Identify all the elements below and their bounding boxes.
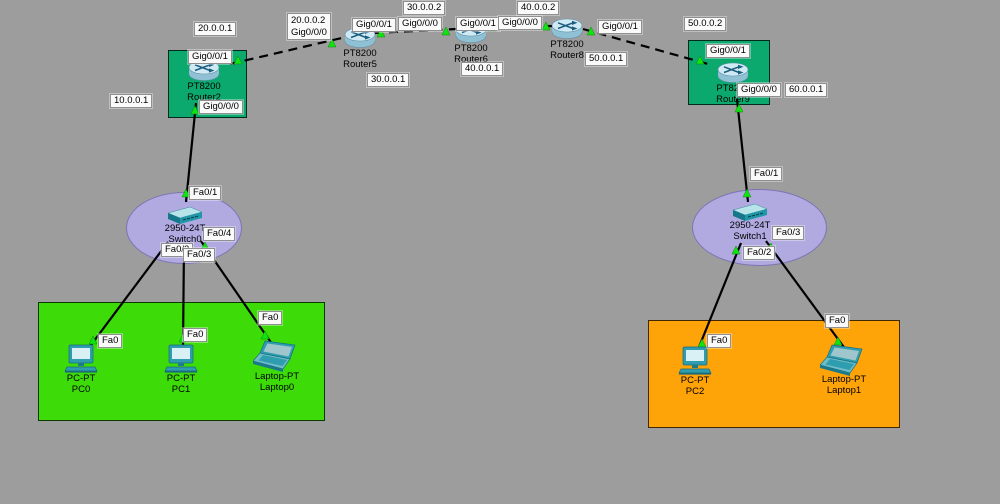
pc-icon [678, 346, 712, 375]
port-label-router5-gig0-0-1: Gig0/0/1 [352, 18, 396, 32]
ip-label-60-0-0-1: 60.0.0.1 [785, 83, 828, 97]
port-label-switch1-fa0-2: Fa0/2 [743, 246, 776, 260]
router5-device[interactable] [342, 27, 378, 54]
port-label-laptop0-fa0: Fa0 [258, 311, 283, 325]
laptop-icon [819, 344, 863, 376]
link-router5-router6[interactable] [373, 27, 457, 35]
pc-icon [64, 344, 98, 373]
port-label-switch0-fa0-1: Fa0/1 [189, 186, 222, 200]
switch-icon [732, 203, 768, 221]
switch1-device[interactable] [731, 202, 769, 227]
switch0-device[interactable] [166, 205, 204, 230]
router9-device[interactable] [715, 62, 751, 89]
port-label-router8-gig0-0-1: Gig0/0/1 [598, 20, 642, 34]
ip-label-30-0-0-1: 30.0.0.1 [367, 73, 410, 87]
link-router2-router5[interactable] [229, 35, 347, 66]
link-switch1-pc2[interactable] [695, 242, 743, 353]
port-label-switch0-fa0-4: Fa0/4 [203, 227, 236, 241]
laptop-icon [252, 340, 296, 372]
router-icon [344, 27, 376, 48]
port-label-pc2-fa0: Fa0 [707, 334, 732, 348]
router2-device[interactable] [186, 60, 222, 87]
link-router8-router9[interactable] [582, 27, 709, 66]
ip-label-20-0-0-1: 20.0.0.1 [194, 22, 237, 36]
switch-icon [167, 206, 203, 224]
ip-label-50-0-0-1: 50.0.0.1 [585, 52, 628, 66]
link-switch1-laptop1[interactable] [765, 240, 847, 351]
router-icon [717, 62, 749, 83]
ip-label-40-0-0-2: 40.0.0.2 [517, 1, 560, 15]
port-label-laptop1-fa0: Fa0 [825, 314, 850, 328]
laptop1-device[interactable] [819, 344, 868, 383]
port-label-router6-gig0-0-1: Gig0/0/1 [456, 17, 500, 31]
port-label-router2-gig0-0-0: Gig0/0/0 [199, 100, 243, 114]
ip-label-50-0-0-2: 50.0.0.2 [684, 17, 727, 31]
ip-label-40-0-0-1: 40.0.0.1 [461, 62, 504, 76]
pc-icon [164, 344, 198, 373]
port-label-switch1-fa0-1: Fa0/1 [750, 167, 783, 181]
port-label-pc1-fa0: Fa0 [183, 328, 208, 342]
port-label-router8-gig0-0-0: Gig0/0/0 [498, 16, 542, 30]
pc1-device[interactable] [164, 344, 198, 379]
port-label-router9-gig0-0-0: Gig0/0/0 [737, 83, 781, 97]
port-label-router9-gig0-0-1: Gig0/0/1 [706, 44, 750, 58]
router-icon [188, 60, 220, 81]
port-label-switch1-fa0-3: Fa0/3 [772, 226, 805, 240]
port-label-router6-gig0-0-0: Gig0/0/0 [398, 17, 442, 31]
port-label-switch0-fa0-3: Fa0/3 [183, 248, 216, 262]
link-router2-switch0[interactable] [184, 102, 198, 203]
pc2-device[interactable] [678, 346, 712, 381]
ip-label-10-0-0-1: 10.0.0.1 [110, 94, 153, 108]
ip-label-30-0-0-2: 30.0.0.2 [403, 1, 446, 15]
laptop0-device[interactable] [252, 340, 301, 379]
link-switch0-pc0[interactable] [87, 241, 169, 350]
right-lan-rect [648, 320, 900, 428]
pc0-device[interactable] [64, 344, 98, 379]
router-icon [551, 18, 583, 39]
port-label-router2-gig0-0-1: Gig0/0/1 [188, 50, 232, 64]
link-router9-switch1[interactable] [735, 98, 750, 203]
port-label-pc0-fa0: Fa0 [98, 334, 123, 348]
router8-device[interactable] [549, 18, 585, 45]
